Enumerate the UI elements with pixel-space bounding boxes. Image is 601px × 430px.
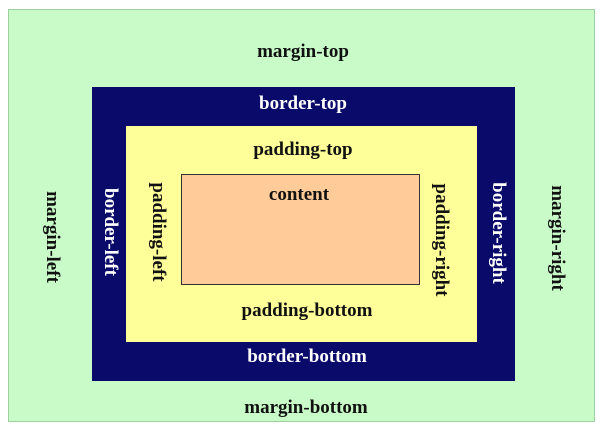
padding-left-label: padding-left	[148, 182, 169, 282]
content-label: content	[268, 184, 330, 205]
margin-left-label: margin-left	[42, 191, 63, 283]
margin-right-label: margin-right	[547, 185, 568, 291]
border-right-label: border-right	[488, 182, 509, 284]
border-top-label: border-top	[259, 93, 347, 114]
padding-top-label: padding-top	[253, 139, 353, 160]
content-area	[181, 174, 420, 285]
border-left-label: border-left	[100, 188, 121, 276]
padding-bottom-label: padding-bottom	[241, 300, 373, 321]
margin-bottom-label: margin-bottom	[244, 397, 368, 418]
margin-top-label: margin-top	[257, 41, 349, 62]
border-bottom-label: border-bottom	[247, 346, 367, 367]
padding-right-label: padding-right	[431, 183, 452, 297]
